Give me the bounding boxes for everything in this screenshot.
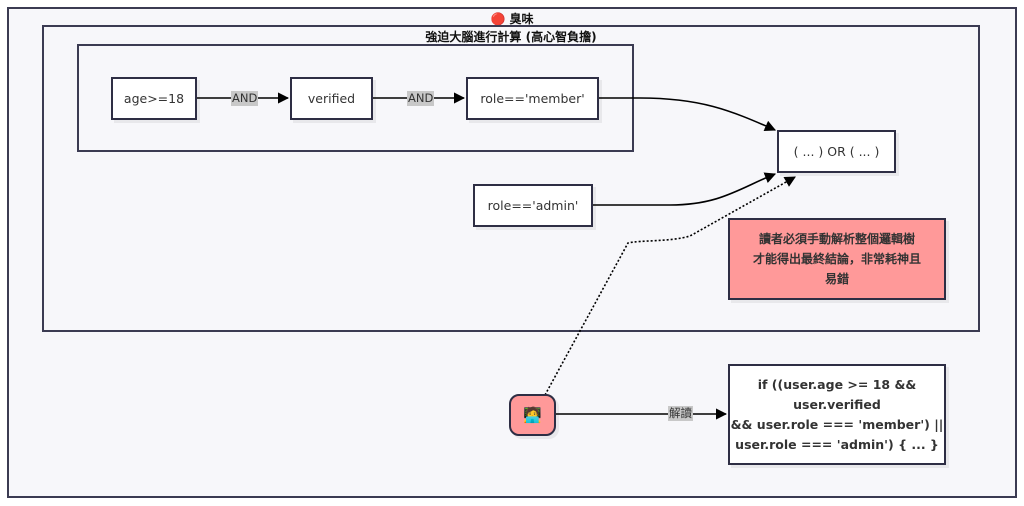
warning-note: 讀者必須手動解析整個邏輯樹 才能得出最終結論，非常耗神且 易錯 [728, 218, 946, 300]
edge-reader-or-dotted [544, 176, 796, 396]
node-age-label: age>=18 [123, 91, 185, 106]
warning-line-2: 才能得出最終結論，非常耗神且 [752, 252, 921, 266]
node-age[interactable]: age>=18 [111, 77, 197, 120]
node-member[interactable]: role=='member' [466, 77, 599, 120]
warning-line-3: 易錯 [824, 272, 849, 286]
edge-member-or [599, 97, 777, 132]
edge-label-and-2: AND [407, 91, 435, 106]
edge-label-read: 解讀 [668, 406, 693, 421]
node-admin[interactable]: role=='admin' [473, 184, 593, 227]
code-line-3: && user.role === 'member') || [730, 416, 944, 432]
developer-icon: 🧑‍💻 [523, 406, 542, 424]
code-line-4: user.role === 'admin') { ... } [735, 436, 939, 452]
node-verified-label: verified [307, 91, 356, 106]
node-or-label: ( ... ) OR ( ... ) [793, 144, 880, 159]
code-line-1: if ((user.age >= 18 && [757, 376, 917, 392]
node-or[interactable]: ( ... ) OR ( ... ) [777, 130, 896, 173]
node-member-label: role=='member' [480, 91, 585, 106]
edge-label-and-1: AND [231, 91, 259, 106]
node-verified[interactable]: verified [290, 77, 373, 120]
edge-admin-or [593, 172, 777, 206]
reader-node[interactable]: 🧑‍💻 [509, 394, 556, 436]
code-line-2: user.verified [793, 396, 881, 412]
outer-subgraph-title: 🔴 臭味 [490, 12, 534, 26]
warning-line-1: 讀者必須手動解析整個邏輯樹 [758, 232, 915, 246]
code-node[interactable]: if ((user.age >= 18 && user.verified && … [728, 364, 946, 465]
node-admin-label: role=='admin' [487, 198, 579, 213]
mental-load-subgraph-title: 強迫大腦進行計算 (高心智負擔) [425, 30, 597, 44]
